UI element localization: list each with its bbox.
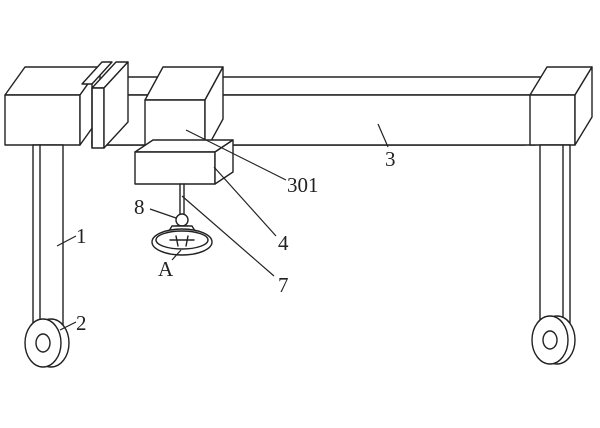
left-wheel xyxy=(24,318,70,368)
leader-7 xyxy=(181,195,275,277)
ball-joint xyxy=(175,213,189,227)
label-nozzle-detail: A xyxy=(158,257,174,281)
leader-3 xyxy=(377,123,389,148)
label-ball-joint: 8 xyxy=(134,195,145,219)
left-end-block xyxy=(4,66,101,146)
hanger-rod xyxy=(179,183,185,215)
leader-2 xyxy=(59,321,77,331)
leader-A xyxy=(171,249,182,261)
label-beam: 3 xyxy=(385,147,396,171)
reference-labels: 1 2 3 301 4 7 8 A xyxy=(76,147,396,335)
leader-lines xyxy=(56,123,389,331)
label-wheel: 2 xyxy=(76,311,87,335)
right-leg xyxy=(539,144,571,331)
leader-4 xyxy=(213,166,277,237)
label-leg: 1 xyxy=(76,224,87,248)
label-hanger-rod: 7 xyxy=(278,273,289,297)
clamp-plate xyxy=(81,61,129,149)
right-end-block xyxy=(529,66,593,146)
leader-301 xyxy=(185,129,287,181)
label-carriage-top: 301 xyxy=(287,173,319,197)
leader-8 xyxy=(149,208,177,219)
label-carriage-block: 4 xyxy=(278,231,289,255)
nozzle-disc xyxy=(151,225,213,256)
left-leg xyxy=(32,144,64,331)
carriage-block xyxy=(134,139,234,185)
leader-1 xyxy=(56,235,77,247)
right-wheel xyxy=(531,315,576,365)
carriage-top xyxy=(144,66,224,153)
